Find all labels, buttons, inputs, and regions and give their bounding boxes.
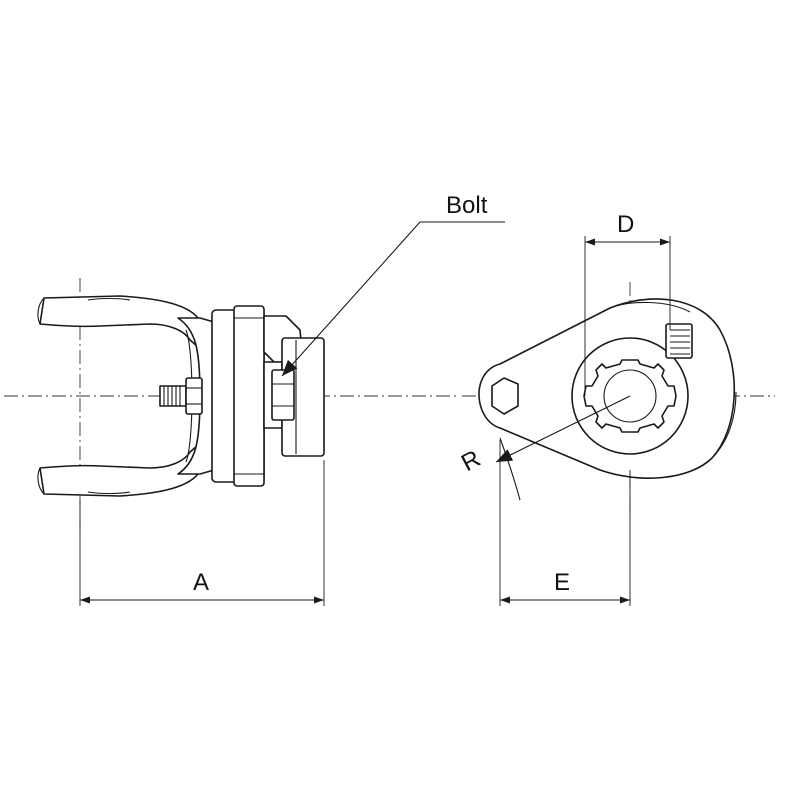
- threaded-stud: [159, 377, 203, 415]
- lower-fork-arm: [39, 439, 206, 497]
- bolt-nut: [271, 369, 295, 421]
- set-screw: [665, 323, 693, 359]
- dimension-a: A: [79, 460, 325, 606]
- yoke-body: [177, 317, 215, 475]
- upper-fork-arm: [39, 295, 206, 353]
- bolt-label: Bolt: [446, 192, 488, 219]
- clamp-cap: [233, 305, 265, 487]
- dimension-d: D: [584, 211, 671, 396]
- radius-r-label: R: [457, 445, 485, 477]
- dimension-e-label: E: [554, 569, 570, 596]
- dimension-e: E: [499, 440, 631, 606]
- dimension-d-label: D: [617, 211, 634, 238]
- bolt-leader: Bolt: [281, 192, 505, 377]
- hex-socket: [491, 377, 519, 415]
- dimension-a-label: A: [193, 569, 209, 596]
- yoke-side-view: [37, 295, 325, 497]
